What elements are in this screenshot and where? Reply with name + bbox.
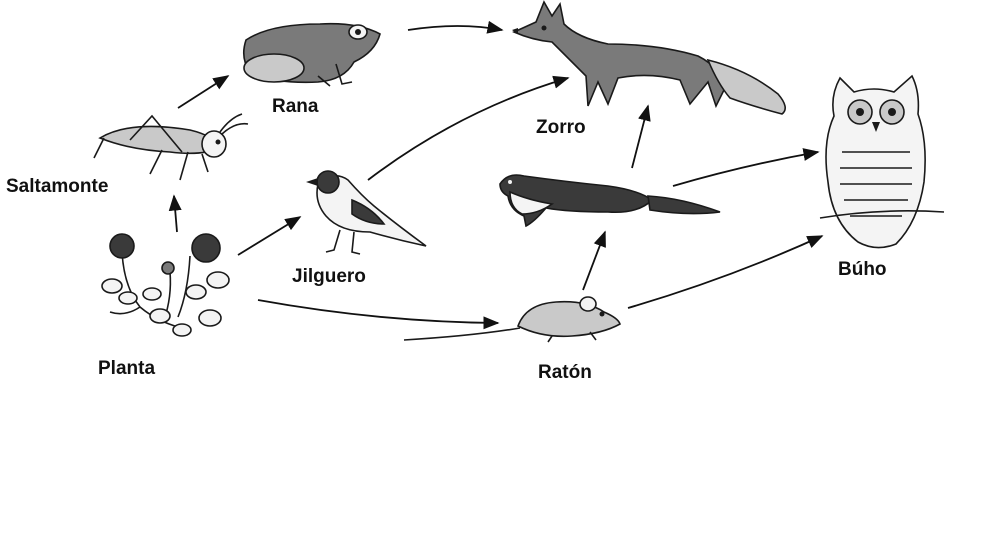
mouse-icon	[403, 296, 621, 343]
label-buho: Búho	[838, 259, 887, 280]
arrow-planta-to-raton	[257, 299, 500, 330]
arrow-comadreja-to-zorro	[631, 104, 651, 169]
label-saltamonte: Saltamonte	[6, 176, 108, 197]
goldfinch-icon	[306, 170, 427, 255]
label-planta: Planta	[98, 358, 155, 379]
arrow-comadreja-to-buho	[672, 148, 820, 187]
label-rana: Rana	[272, 96, 319, 117]
frog-icon	[242, 22, 381, 87]
label-jilguero: Jilguero	[292, 266, 366, 287]
arrow-planta-to-saltamonte	[168, 194, 182, 233]
label-raton: Ratón	[538, 362, 592, 383]
arrows-layer	[168, 20, 824, 330]
arrow-rana-to-zorro	[407, 20, 504, 34]
arrow-planta-to-jilguero	[237, 216, 302, 256]
grasshopper-icon	[93, 113, 249, 181]
arrow-raton-to-comadreja	[582, 230, 606, 291]
arrow-jilguero-to-zorro	[367, 75, 570, 181]
owl-icon	[819, 74, 945, 249]
fox-icon	[512, 0, 786, 115]
clover-plant-icon	[101, 233, 230, 337]
label-zorro: Zorro	[536, 117, 586, 138]
arrow-raton-to-buho	[627, 235, 824, 309]
arrow-saltamonte-to-rana	[177, 75, 230, 109]
weasel-icon	[499, 174, 721, 228]
labels-layer: Planta Saltamonte Rana Jilguero Zorro Ra…	[6, 96, 887, 383]
